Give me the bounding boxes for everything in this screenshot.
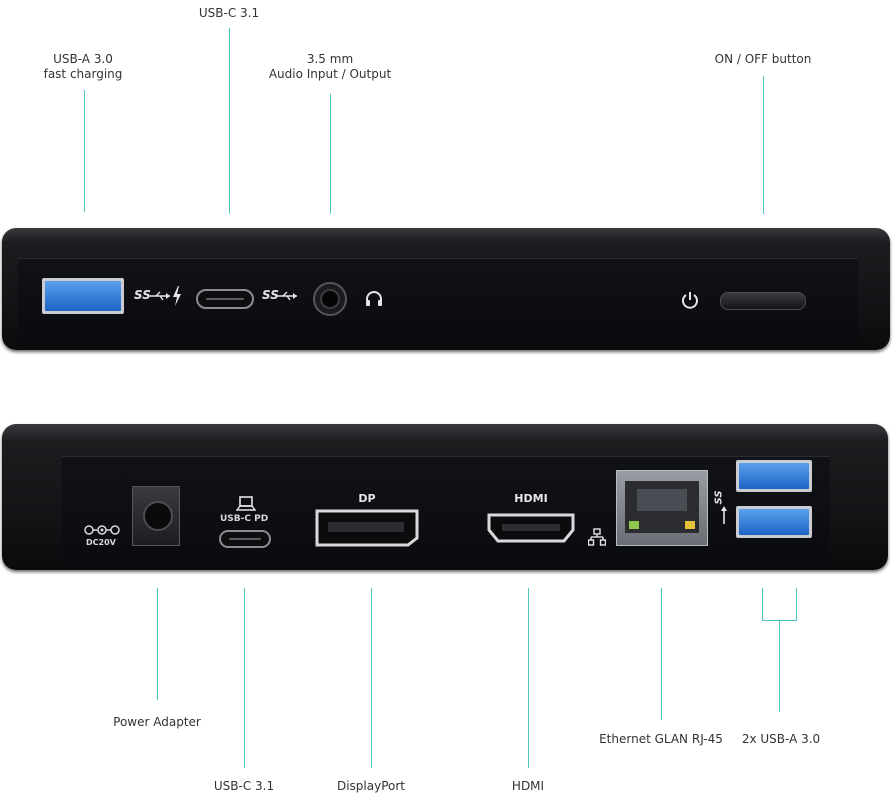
- usba-rear-port-2: [736, 506, 812, 538]
- callout-line-ethernet: [661, 588, 662, 720]
- dp-label: DP: [358, 492, 376, 505]
- audio-jack-port: [313, 282, 347, 316]
- callout-usba-dual: 2x USB-A 3.0: [741, 732, 821, 746]
- callout-line-displayport: [371, 588, 372, 768]
- callout-usbc-pd: USB-C 3.1: [213, 779, 275, 793]
- usbc-pd-label: USB-C PD: [220, 514, 269, 524]
- callout-line-usba-fast: [84, 90, 85, 212]
- callout-line-usbc-top: [229, 28, 230, 214]
- usb-ss-icon: SS: [262, 288, 279, 302]
- callout-power-button: ON / OFF button: [714, 52, 812, 66]
- callout-line-hdmi: [528, 588, 529, 768]
- callout-hdmi: HDMI: [511, 779, 545, 793]
- callout-line-usbc-pd: [244, 588, 245, 768]
- usb-ss-icon: SS: [713, 490, 725, 505]
- network-icon: [588, 528, 606, 546]
- callout-line-usba-dual: [779, 620, 780, 712]
- laptop-icon: [236, 496, 256, 511]
- usba-fast-port: [42, 278, 124, 314]
- dock-front-panel: [18, 258, 858, 341]
- callout-line-power-button: [763, 76, 764, 214]
- usb-trident-icon: [721, 506, 727, 524]
- power-button[interactable]: [720, 292, 806, 310]
- power-icon: [682, 292, 698, 309]
- usb-trident-icon: [277, 291, 297, 301]
- callout-power-adapter: Power Adapter: [113, 715, 201, 729]
- callout-bracket-right: [796, 588, 797, 620]
- dc-polarity-icon: [84, 525, 120, 535]
- dc-power-port: [132, 486, 180, 546]
- callout-line-audio: [330, 94, 331, 214]
- usb-ss-icon: SS: [134, 288, 151, 302]
- displayport-port: [315, 509, 419, 547]
- callout-usbc-top: USB-C 3.1: [198, 6, 260, 20]
- usbc-pd-port: [219, 530, 271, 548]
- ethernet-port: [616, 470, 708, 546]
- callout-bracket-left: [762, 588, 763, 620]
- callout-usba-fast: USB-A 3.0 fast charging: [43, 52, 123, 81]
- dc-label: DC20V: [86, 538, 116, 547]
- callout-audio: 3.5 mm Audio Input / Output: [268, 52, 392, 81]
- usbc-top-port: [196, 289, 254, 309]
- callout-ethernet: Ethernet GLAN RJ-45: [599, 732, 723, 746]
- callout-line-power-adapter: [157, 588, 158, 700]
- callout-displayport: DisplayPort: [336, 779, 406, 793]
- hdmi-label: HDMI: [514, 492, 548, 505]
- headphone-icon: [366, 291, 382, 306]
- usba-rear-port-1: [736, 460, 812, 492]
- hdmi-port: [487, 513, 575, 543]
- usb-trident-icon: [150, 291, 170, 301]
- thunderbolt-icon: [173, 286, 181, 306]
